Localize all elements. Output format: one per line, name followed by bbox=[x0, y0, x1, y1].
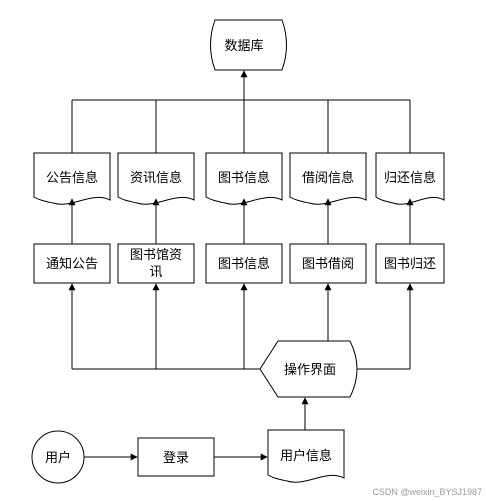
document-label: 资讯信息 bbox=[130, 170, 182, 186]
module-label: 图书归还 bbox=[384, 257, 436, 272]
module-book-borrow: 图书借阅 bbox=[289, 243, 367, 284]
login-node: 登录 bbox=[137, 437, 215, 477]
login-label: 登录 bbox=[163, 451, 189, 466]
module-notice: 通知公告 bbox=[33, 243, 111, 284]
document-label: 公告信息 bbox=[46, 170, 98, 186]
document-borrow-info: 借阅信息 bbox=[289, 152, 367, 205]
document-notice-info: 公告信息 bbox=[33, 152, 111, 205]
database-label: 数据库 bbox=[224, 38, 263, 54]
document-news-info: 资讯信息 bbox=[117, 152, 195, 205]
module-label-line-2: 讯 bbox=[149, 265, 162, 280]
module-label: 图书借阅 bbox=[302, 257, 354, 272]
document-label: 借阅信息 bbox=[302, 170, 354, 186]
document-label: 归还信息 bbox=[384, 170, 436, 186]
user-info-label: 用户信息 bbox=[280, 448, 332, 464]
user-node: 用户 bbox=[31, 430, 85, 484]
module-library-news: 图书馆资 讯 bbox=[117, 243, 195, 284]
operation-label: 操作界面 bbox=[284, 362, 336, 378]
user-label: 用户 bbox=[45, 450, 71, 466]
document-book-info: 图书信息 bbox=[205, 152, 283, 205]
user-info-document: 用户信息 bbox=[267, 429, 345, 483]
document-return-info: 归还信息 bbox=[375, 152, 445, 205]
database-node: 数据库 bbox=[210, 19, 287, 71]
document-label: 图书信息 bbox=[218, 170, 270, 186]
module-label-line-1: 图书馆资 bbox=[130, 248, 182, 263]
module-book-return: 图书归还 bbox=[375, 243, 445, 284]
watermark-text: CSDN @weixin_BYSJ1987 bbox=[372, 487, 482, 497]
module-book-info: 图书信息 bbox=[205, 243, 283, 284]
module-label: 图书信息 bbox=[218, 256, 270, 272]
module-label: 通知公告 bbox=[46, 256, 98, 272]
operation-interface-node: 操作界面 bbox=[259, 340, 358, 398]
